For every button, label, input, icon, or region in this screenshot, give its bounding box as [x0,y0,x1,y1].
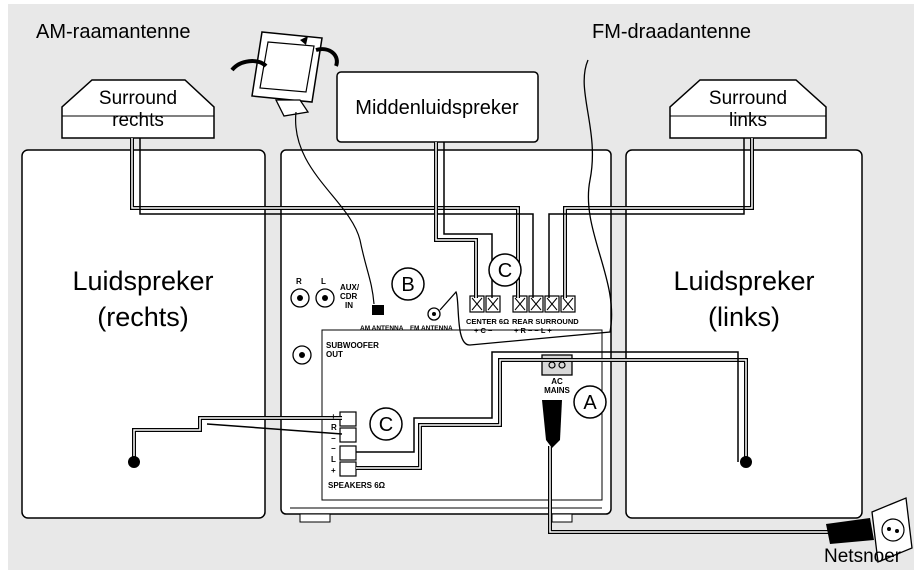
wall-socket [871,497,913,563]
aux-r-label: R [296,277,302,286]
power-plug-unit [542,400,562,448]
am-loop-antenna [230,31,339,117]
am-antenna-panel-label: AM ANTENNA [360,325,404,332]
speaker-left-label-1: Luidspreker [673,266,814,296]
surround-left-label-1: Surround [709,88,787,109]
main-unit-body [280,149,612,515]
marker-b-circle [391,267,425,301]
surround-left-speaker [669,79,827,139]
subwoofer-label-2: OUT [326,350,343,359]
aux-label-2: CDR [340,292,358,301]
wire-front-left-inner [356,359,747,469]
surround-left-label-2: links [729,110,767,131]
fm-antenna-panel-label: FM ANTENNA [410,325,453,332]
wire-surround-right-2 [139,138,534,298]
wire-front-left-2 [356,351,739,462]
aux-l-label: L [321,277,326,286]
fm-antenna-jack-pin [432,312,436,316]
wire-front-right-inner [133,417,342,462]
wire-front-right-2 [206,423,343,435]
speakers-terminal-label: SPEAKERS 6Ω [328,481,386,490]
sp-minus-top: − [331,434,336,443]
rear-polarity-label: + R − − L + [514,326,552,335]
wire-surround-left-2 [548,138,745,298]
center-speaker-label: Middenluidspreker [355,97,519,119]
rear-surround-terminals [512,295,576,313]
sp-l: L [331,455,336,464]
ac-mains-label-1: AC [551,377,563,386]
sp-plus-bottom: + [331,466,336,475]
aux-label-3: IN [345,301,353,310]
wire-fm-antenna [439,59,613,346]
wire-surround-left-inner [564,138,753,298]
center-terminals [469,295,501,313]
speaker-right-box [21,149,266,519]
marker-c-bottom-circle [369,407,403,441]
rear-surround-label: REAR SURROUND [512,317,579,326]
am-antenna-terminal [372,305,384,315]
am-antenna-label: AM-raamantenne [36,21,191,43]
marker-c-top: C [498,260,512,282]
speaker-left-label-2: (links) [708,302,780,332]
center-polarity-label: + C − [474,326,493,335]
wall-plug [826,518,874,544]
power-cord-label: Netsnoer [824,546,902,567]
aux-jack-r-pin [297,295,303,301]
main-unit-inner-panel [321,329,603,501]
fm-antenna-label: FM-draadantenne [592,21,751,43]
surround-right-speaker [61,79,215,139]
sp-minus-bottom: − [331,444,336,453]
marker-a-circle [573,385,607,419]
marker-c-top-circle [488,253,522,287]
surround-right-label-1: Surround [99,88,177,109]
wire-center-inner [435,142,477,298]
subwoofer-label-1: SUBWOOFER [326,341,379,350]
ac-mains-label-2: MAINS [544,386,570,395]
wire-surround-right-inner [131,138,519,298]
center-terminal-label: CENTER 6Ω [466,317,509,326]
unit-foot-right [551,513,573,523]
marker-a: A [583,392,597,414]
unit-foot-left [299,513,331,523]
sp-plus-top: + [331,412,336,421]
surround-right-label-2: rechts [112,110,164,131]
wire-power-cord-inner [549,446,830,533]
wire-am-antenna [295,111,375,305]
marker-b: B [401,274,414,296]
subwoofer-jack-pin [299,352,305,358]
speaker-left-terminal-dot [740,456,752,468]
sp-r: R [331,423,337,432]
speaker-right-terminal-dot [128,456,140,468]
aux-label-1: AUX/ [340,283,360,292]
aux-jack-l-pin [322,295,328,301]
speaker-right-label-1: Luidspreker [72,266,213,296]
marker-c-bottom: C [379,414,393,436]
speaker-right-label-2: (rechts) [97,302,189,332]
